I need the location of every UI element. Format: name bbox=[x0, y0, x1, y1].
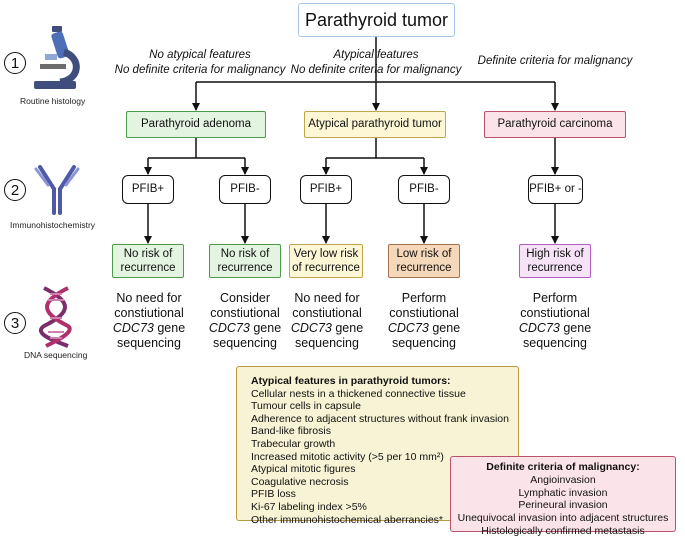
feature-item: Increased mitotic activity (>5 per 10 mm… bbox=[251, 450, 444, 463]
atypical-box: Atypical parathyroid tumor bbox=[304, 111, 446, 138]
antibody-icon bbox=[34, 165, 80, 215]
gene-suffix: gene bbox=[153, 321, 186, 335]
guidance-line1: Perform bbox=[532, 291, 578, 305]
gene-name: CDC73 bbox=[387, 321, 429, 335]
guidance-line2: constiutional bbox=[520, 306, 590, 320]
pfib-pos-adenoma: PFIB+ bbox=[122, 175, 174, 204]
gene-name: CDC73 bbox=[112, 321, 154, 335]
atypical-criteria-line1: Atypical features bbox=[333, 49, 419, 61]
feature-item: Adherence to adjacent structures without… bbox=[251, 412, 509, 425]
atypical-features-box: Atypical features in parathyroid tumors:… bbox=[236, 366, 519, 526]
adenoma-criteria: No atypical features No definite criteri… bbox=[110, 48, 290, 78]
atypical-criteria-line2: No definite criteria for malignancy bbox=[290, 63, 462, 76]
guidance-line1: No need for bbox=[294, 291, 360, 305]
risk-none-2: No risk of recurrence bbox=[209, 244, 281, 278]
guidance-carcinoma: Perform constiutional CDC73 gene sequenc… bbox=[510, 291, 600, 351]
risk-none-2-line2: recurrence bbox=[217, 262, 273, 274]
dna-helix-icon bbox=[39, 286, 72, 348]
malignancy-criteria-box: Definite criteria of malignancy: Angioin… bbox=[450, 456, 676, 537]
step-2-number: 2 bbox=[4, 179, 26, 201]
guidance-atypical-pos: No need for constiutional CDC73 gene seq… bbox=[282, 291, 372, 351]
title-box: Parathyroid tumor bbox=[298, 3, 455, 37]
risk-high-line2: recurrence bbox=[527, 262, 583, 274]
gene-suffix: gene bbox=[331, 321, 364, 335]
step-1-label: Routine histology bbox=[20, 96, 86, 106]
feature-item: Coagulative necrosis bbox=[251, 475, 349, 488]
step-3-label: DNA sequencing bbox=[24, 350, 88, 360]
guidance-line1: Perform bbox=[401, 291, 447, 305]
risk-very-low: Very low risk of recurrence bbox=[289, 244, 363, 278]
feature-item: Atypical mitotic figures bbox=[251, 463, 356, 476]
gene-suffix: gene bbox=[249, 321, 282, 335]
risk-very-low-line2: of recurrence bbox=[292, 262, 360, 274]
step-1-number: 1 bbox=[4, 52, 26, 74]
gene-name: CDC73 bbox=[518, 321, 560, 335]
gene-name: CDC73 bbox=[290, 321, 332, 335]
malignancy-item: Angioinvasion bbox=[530, 473, 596, 486]
guidance-sequencing: sequencing bbox=[523, 336, 587, 350]
risk-none-2-line1: No risk of bbox=[220, 247, 270, 260]
adenoma-box: Parathyroid adenoma bbox=[126, 111, 266, 138]
risk-low: Low risk of recurrence bbox=[388, 244, 460, 278]
guidance-atypical-neg: Perform constiutional CDC73 gene sequenc… bbox=[379, 291, 469, 351]
malignancy-item: Lymphatic invasion bbox=[518, 486, 608, 499]
risk-none-1-line1: No risk of bbox=[123, 247, 173, 260]
guidance-line1: Consider bbox=[219, 291, 271, 305]
risk-low-line1: Low risk of bbox=[396, 247, 452, 260]
risk-high: High risk of recurrence bbox=[519, 244, 591, 278]
guidance-line1: No need for bbox=[116, 291, 182, 305]
atypical-criteria: Atypical features No definite criteria f… bbox=[286, 48, 466, 78]
pfib-pos-atypical: PFIB+ bbox=[300, 175, 352, 204]
pfib-neg-atypical: PFIB- bbox=[398, 175, 450, 204]
guidance-adenoma-neg: Consider constiutional CDC73 gene sequen… bbox=[200, 291, 290, 351]
feature-item: PFIB loss bbox=[251, 488, 296, 501]
adenoma-criteria-line1: No atypical features bbox=[149, 49, 251, 61]
guidance-sequencing: sequencing bbox=[117, 336, 181, 350]
pfib-neg-adenoma: PFIB- bbox=[219, 175, 271, 204]
carcinoma-criteria: Definite criteria for malignancy bbox=[477, 55, 633, 67]
guidance-adenoma-pos: No need for constiutional CDC73 gene seq… bbox=[104, 291, 194, 351]
gene-suffix: gene bbox=[428, 321, 461, 335]
guidance-line2: constiutional bbox=[292, 306, 362, 320]
feature-item: Trabecular growth bbox=[251, 437, 336, 450]
feature-item: Other immunohistochemical aberrancies* bbox=[251, 513, 443, 526]
feature-item: Cellular nests in a thickened connective… bbox=[251, 387, 466, 400]
step-3-number: 3 bbox=[4, 312, 26, 334]
malignancy-criteria-heading: Definite criteria of malignancy: bbox=[486, 461, 640, 473]
pfib-either-carcinoma: PFIB+ or - bbox=[528, 175, 583, 204]
step-2-label: Immunohistochemistry bbox=[10, 220, 96, 230]
malignancy-item: Histologically confirmed metastasis bbox=[481, 524, 645, 537]
guidance-line2: constiutional bbox=[114, 306, 184, 320]
malignancy-item: Perineural invasion bbox=[518, 499, 608, 512]
risk-none-1-line2: recurrence bbox=[120, 262, 176, 274]
risk-very-low-line1: Very low risk bbox=[293, 247, 359, 260]
atypical-features-heading: Atypical features in parathyroid tumors: bbox=[251, 375, 451, 387]
malignancy-item: Unequivocal invasion into adjacent struc… bbox=[457, 512, 669, 525]
guidance-sequencing: sequencing bbox=[295, 336, 359, 350]
feature-item: Tumour cells in capsule bbox=[251, 400, 361, 413]
feature-item: Ki-67 labeling index >5% bbox=[251, 500, 367, 513]
guidance-sequencing: sequencing bbox=[392, 336, 456, 350]
guidance-line2: constiutional bbox=[389, 306, 459, 320]
guidance-sequencing: sequencing bbox=[213, 336, 277, 350]
risk-low-line2: recurrence bbox=[396, 262, 452, 274]
microscope-icon bbox=[34, 26, 80, 89]
guidance-line2: constiutional bbox=[210, 306, 280, 320]
gene-name: CDC73 bbox=[208, 321, 250, 335]
feature-item: Band-like fibrosis bbox=[251, 425, 331, 438]
risk-none-1: No risk of recurrence bbox=[112, 244, 184, 278]
adenoma-criteria-line2: No definite criteria for malignancy bbox=[114, 63, 286, 76]
gene-suffix: gene bbox=[559, 321, 592, 335]
risk-high-line1: High risk of bbox=[526, 247, 584, 260]
carcinoma-box: Parathyroid carcinoma bbox=[484, 111, 626, 138]
